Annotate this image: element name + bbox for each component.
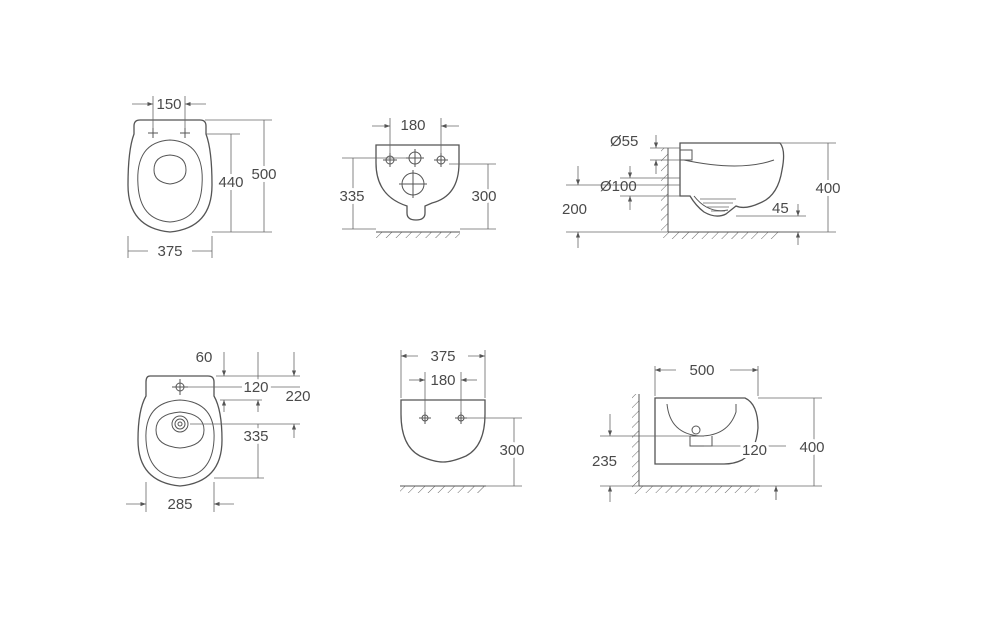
toilet-side-dim-400: 400	[815, 180, 840, 197]
toilet-top-bowl	[153, 154, 187, 185]
toilet-side-floor-hatch	[668, 232, 780, 239]
toilet-side-dim-55: Ø55	[610, 133, 638, 150]
toilet-side-dim-45: 45	[772, 200, 789, 217]
toilet-top-view: 150 440 500 375	[127, 96, 280, 260]
toilet-side-trap	[693, 195, 729, 212]
toilet-top-inner-rim	[137, 139, 203, 223]
toilet-top-outline	[127, 119, 213, 233]
bidet-side-wall-hatch	[632, 394, 639, 494]
toilet-back-dim-335: 335	[339, 188, 364, 205]
bidet-top-dimension-lines	[126, 352, 300, 512]
toilet-top-dim-150: 150	[156, 96, 181, 113]
toilet-side-dim-200: 200	[562, 201, 587, 218]
bidet-side-outline	[654, 397, 759, 465]
bidet-back-view: 375 180 300	[400, 345, 528, 493]
bidet-top-dim-60: 60	[196, 349, 213, 366]
toilet-side-water-lines	[700, 198, 736, 212]
bidet-side-drain	[689, 425, 713, 447]
toilet-top-dim-375: 375	[157, 243, 182, 260]
toilet-side-outline	[679, 142, 785, 217]
bidet-back-dim-300: 300	[499, 442, 524, 459]
bidet-side-dim-120: 120	[742, 442, 767, 459]
toilet-top-dim-500: 500	[251, 166, 276, 183]
bidet-side-dim-500: 500	[689, 362, 714, 379]
toilet-top-fixing-marks	[148, 128, 190, 138]
bidet-top-dim-285: 285	[167, 496, 192, 513]
bidet-back-dim-375: 375	[430, 348, 455, 365]
bidet-side-floor-hatch	[639, 486, 759, 493]
bidet-top-drain	[171, 415, 189, 433]
toilet-top-dimension-lines	[127, 96, 272, 258]
toilet-side-inlet	[679, 149, 693, 161]
bidet-top-dim-335: 335	[243, 428, 268, 445]
bidet-side-view: 500 235 120 400	[592, 359, 828, 502]
toilet-top-dim-440: 440	[218, 174, 243, 191]
toilet-back-dim-180: 180	[400, 117, 425, 134]
bidet-top-inner-rim	[145, 399, 215, 479]
bidet-side-dim-400: 400	[799, 439, 824, 456]
bidet-side-dimension-lines	[600, 366, 822, 502]
toilet-back-holes	[383, 149, 448, 198]
toilet-back-floor-hatch	[376, 232, 460, 238]
bidet-top-outline	[137, 375, 223, 487]
toilet-back-dim-300: 300	[471, 188, 496, 205]
toilet-side-dimension-lines	[566, 135, 836, 248]
bidet-back-dimension-lines	[400, 350, 522, 487]
toilet-side-view: Ø55 Ø100 200 400 45	[562, 133, 844, 248]
bidet-top-dim-220: 220	[285, 388, 310, 405]
toilet-side-wall-hatch	[661, 148, 668, 238]
toilet-back-outline	[375, 144, 460, 221]
bidet-back-outline	[400, 399, 486, 463]
bidet-top-tap-hole	[172, 379, 188, 395]
toilet-back-view: 180 335 300	[336, 117, 500, 238]
bidet-back-holes	[419, 412, 467, 424]
toilet-back-dimension-lines	[342, 118, 496, 230]
bidet-back-floor-hatch	[400, 486, 486, 493]
bidet-top-dim-120: 120	[243, 379, 268, 396]
bidet-back-dim-180: 180	[430, 372, 455, 389]
toilet-side-dim-100: Ø100	[600, 178, 637, 195]
toilet-side-rim-line	[683, 159, 775, 167]
bidet-top-bowl	[155, 411, 205, 449]
bidet-side-dim-235: 235	[592, 453, 617, 470]
bidet-top-view: 60 120 220 335 285	[126, 349, 311, 513]
